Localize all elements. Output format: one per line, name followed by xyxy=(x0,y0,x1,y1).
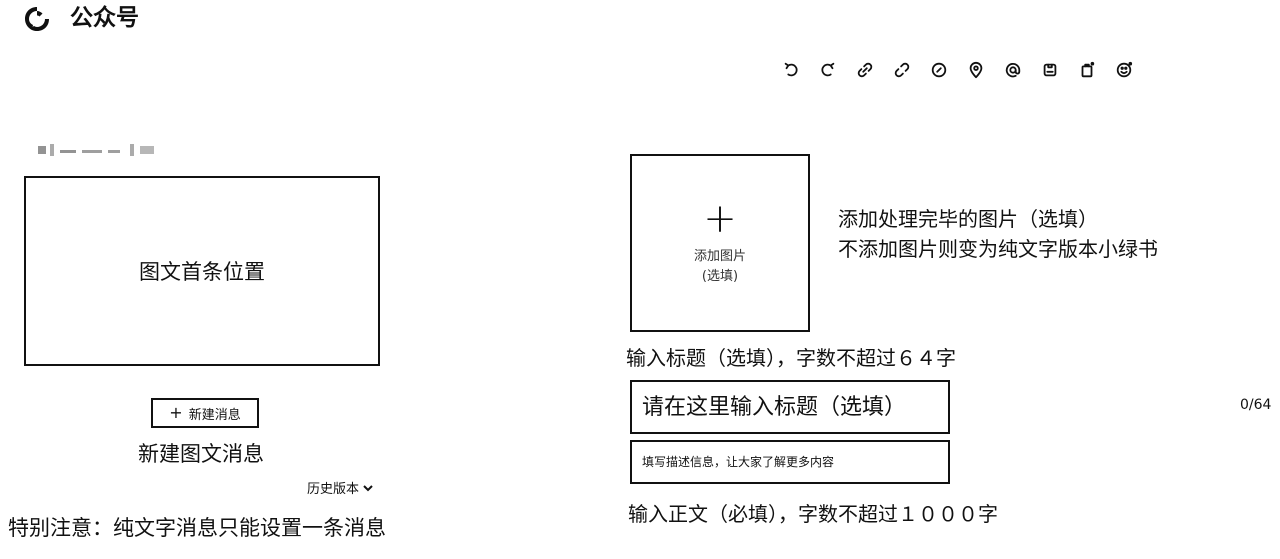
app-title: 公众号 xyxy=(70,5,139,31)
emoji-link-icon[interactable] xyxy=(928,59,950,81)
save-icon[interactable] xyxy=(1039,59,1061,81)
clipboard-icon[interactable] xyxy=(1076,59,1098,81)
special-note: 特别注意：纯文字消息只能设置一条消息 xyxy=(8,516,386,540)
body-instruction: 输入正文（必填），字数不超过１０００字 xyxy=(628,502,998,526)
image-note-line1: 添加处理完毕的图片（选填） xyxy=(838,207,1098,231)
description-input[interactable] xyxy=(630,440,950,484)
add-image-button[interactable]: + 添加图片 (选填) xyxy=(630,154,810,332)
add-image-label: 添加图片 (选填) xyxy=(694,247,746,287)
cover-article-slot[interactable]: 图文首条位置 xyxy=(24,176,380,366)
add-image-optional: (选填) xyxy=(701,269,739,284)
new-message-button-label: 新建消息 xyxy=(188,407,241,423)
history-label: 历史版本 xyxy=(307,482,360,497)
undo-icon[interactable] xyxy=(780,59,802,81)
title-instruction: 输入标题（选填），字数不超过６４字 xyxy=(626,346,956,370)
history-versions-link[interactable]: 历史版本 xyxy=(307,478,374,497)
new-message-caption: 新建图文消息 xyxy=(138,442,264,466)
new-message-button[interactable]: + 新建消息 xyxy=(151,398,259,428)
plus-icon: + xyxy=(169,403,183,422)
link-icon[interactable] xyxy=(854,59,876,81)
message-list-header xyxy=(38,140,178,162)
image-annotation: 添加处理完毕的图片（选填） 不添加图片则变为纯文字版本小绿书 xyxy=(838,204,1158,264)
chevron-down-icon xyxy=(363,484,373,491)
redo-icon[interactable] xyxy=(817,59,839,81)
plus-icon: + xyxy=(703,196,737,242)
title-char-count: 0/64 xyxy=(1240,397,1272,413)
cover-label: 图文首条位置 xyxy=(139,260,265,284)
image-note-line2: 不添加图片则变为纯文字版本小绿书 xyxy=(838,237,1158,261)
add-image-text: 添加图片 xyxy=(693,249,746,264)
emoji-icon[interactable] xyxy=(1113,59,1135,81)
title-input[interactable] xyxy=(630,380,950,434)
location-icon[interactable] xyxy=(965,59,987,81)
unlink-icon[interactable] xyxy=(891,59,913,81)
mention-icon[interactable] xyxy=(1002,59,1024,81)
wechat-logo-icon xyxy=(22,4,52,34)
editor-toolbar xyxy=(780,58,1135,82)
